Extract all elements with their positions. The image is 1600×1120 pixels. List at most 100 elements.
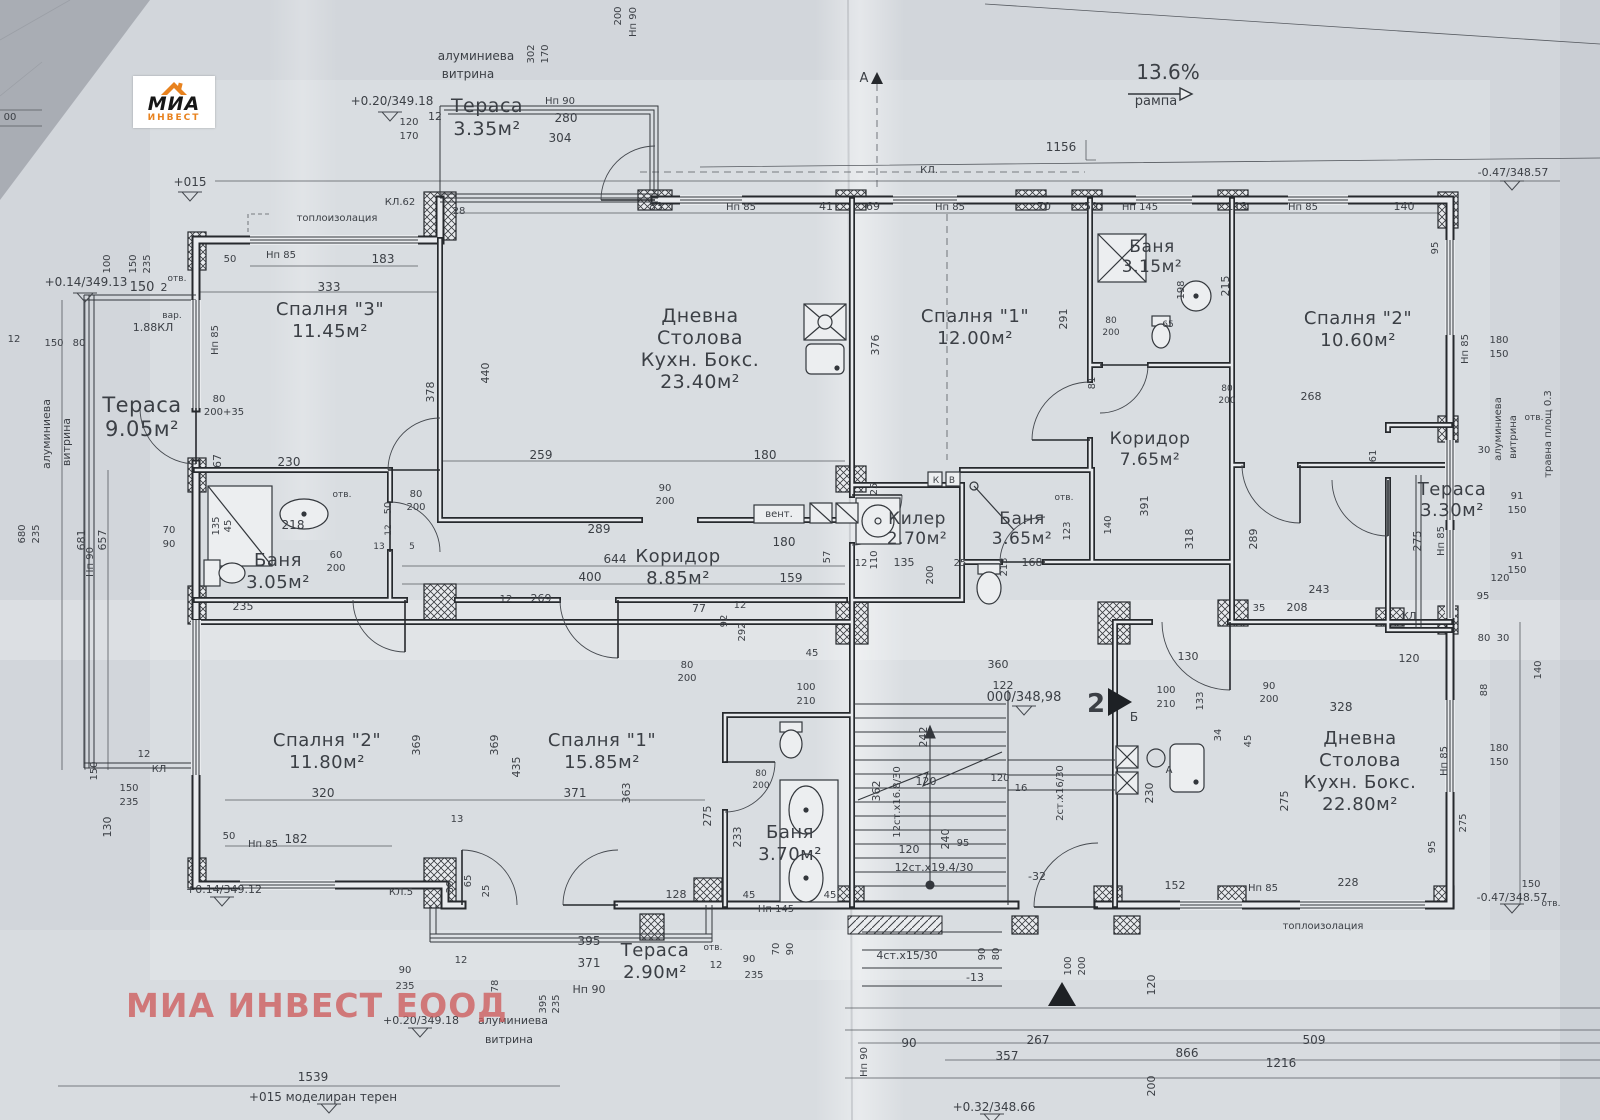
ann-label-51: 333 bbox=[318, 280, 341, 294]
ann-label-104: 135 bbox=[894, 556, 915, 569]
level-marker bbox=[73, 292, 97, 303]
ramp-arrow-icon bbox=[1128, 86, 1194, 102]
sink-icon bbox=[788, 853, 824, 903]
ann-label-106: 25 bbox=[954, 558, 967, 569]
window bbox=[250, 235, 418, 245]
stair-start-dot bbox=[925, 880, 935, 890]
ann-label-146: 35 bbox=[1253, 603, 1266, 614]
ann-label-92: 12 bbox=[734, 600, 747, 611]
masonry-pier bbox=[639, 913, 665, 941]
masonry-pier bbox=[423, 583, 457, 625]
ann-label-97: 80 bbox=[681, 660, 694, 671]
ann-label-74: 200 bbox=[406, 502, 425, 513]
ann-label-26: 41 bbox=[819, 200, 833, 213]
level-marker bbox=[408, 1027, 432, 1038]
ann-label-25: Нп 85 bbox=[726, 202, 756, 213]
ann-label-86: 400 bbox=[579, 570, 602, 584]
ann-label-219: 235 bbox=[744, 970, 763, 981]
ann-label-0: алуминиева bbox=[438, 49, 514, 63]
ann-label-168: 200 bbox=[1259, 694, 1278, 705]
ann-label-96: 12 bbox=[500, 594, 513, 605]
ann-label-147: КЛ bbox=[1402, 611, 1417, 622]
ann-label-52: 378 bbox=[424, 382, 437, 403]
ann-label-61: 235 bbox=[31, 524, 42, 543]
ann-label-115: 376 bbox=[869, 335, 882, 356]
ann-label-127: 391 bbox=[1138, 496, 1151, 517]
ann-label-178: 16 bbox=[1015, 783, 1028, 794]
ann-label-241: 90 bbox=[901, 1036, 916, 1050]
room-label-spalnya1-1200: Спалня "1"12.00м² bbox=[921, 306, 1029, 349]
ann-label-188: 363 bbox=[620, 783, 633, 804]
logo-text-sub: ИНВЕСТ bbox=[147, 113, 201, 123]
window bbox=[240, 880, 335, 890]
ann-label-113: 215 bbox=[1219, 276, 1232, 297]
ann-label-213: 200 bbox=[752, 781, 769, 791]
ann-label-253: топлоизолация bbox=[1283, 921, 1364, 932]
level-markers bbox=[73, 111, 1524, 1120]
ann-label-125: 150 bbox=[1489, 349, 1508, 360]
ann-label-248: Нп 90 bbox=[859, 1047, 870, 1077]
sink-icon bbox=[1180, 280, 1212, 312]
ann-label-200: 50 bbox=[223, 831, 236, 842]
ann-label-72: 12 bbox=[384, 524, 394, 535]
ann-label-102: 110 bbox=[869, 550, 880, 569]
ann-label-53: 440 bbox=[479, 363, 492, 384]
ann-label-191: 182 bbox=[285, 832, 308, 846]
ann-label-148: 80 bbox=[1478, 633, 1491, 644]
ann-label-223: 12 bbox=[455, 955, 468, 966]
ann-label-90: вент. bbox=[765, 509, 793, 520]
ann-label-56: 80 bbox=[213, 394, 226, 405]
ann-label-129: 289 bbox=[1247, 529, 1260, 550]
ann-label-34: 140 bbox=[1394, 200, 1415, 213]
ann-label-103: 12 bbox=[855, 558, 868, 569]
ann-label-212: 80 bbox=[755, 769, 767, 779]
ann-label-258: 180 bbox=[1489, 743, 1508, 754]
shower-icon bbox=[1097, 233, 1147, 283]
photo-corner-shadow bbox=[0, 0, 150, 200]
ann-label-170: 362 bbox=[870, 781, 883, 802]
ann-label-112: 198 bbox=[1176, 280, 1187, 299]
ann-label-131: 30 bbox=[1478, 445, 1491, 456]
ann-label-12: 170 bbox=[399, 131, 418, 142]
ann-label-48: Нп 85 bbox=[210, 325, 221, 355]
ann-label-41: +0.14/349.13 bbox=[45, 275, 128, 289]
ann-label-244: 866 bbox=[1176, 1046, 1199, 1060]
ann-label-183: 275 bbox=[1278, 791, 1291, 812]
level-marker bbox=[1500, 180, 1524, 191]
door-swing bbox=[1161, 621, 1231, 691]
ann-label-128: 318 bbox=[1183, 529, 1196, 550]
ann-label-117: 80 bbox=[1105, 316, 1117, 326]
ann-label-9: 304 bbox=[549, 131, 572, 145]
window bbox=[1300, 900, 1425, 910]
ann-label-124: 180 bbox=[1489, 335, 1508, 346]
ann-label-198: 150 bbox=[89, 761, 100, 780]
ann-label-205: 25 bbox=[481, 885, 492, 898]
ann-label-218: 90 bbox=[743, 954, 756, 965]
ann-label-156: 360 bbox=[988, 658, 1009, 671]
ann-label-149: 30 bbox=[1497, 633, 1510, 644]
ann-label-71: 50 bbox=[383, 502, 394, 515]
ann-label-179: 2ст.х16/30 bbox=[1055, 765, 1066, 821]
ann-label-181: А bbox=[1166, 765, 1173, 776]
window bbox=[1445, 240, 1455, 335]
ann-label-226: 78 bbox=[490, 980, 501, 993]
ann-label-172: 120 bbox=[916, 775, 937, 788]
ann-label-240: 120 bbox=[1145, 975, 1158, 996]
ann-label-153: 45 bbox=[806, 648, 819, 659]
ann-label-49: Нп 85 bbox=[266, 250, 296, 261]
ann-label-196: 235 bbox=[119, 797, 138, 808]
ann-label-210: 233 bbox=[731, 827, 744, 848]
kitchen-sink-icon bbox=[805, 343, 845, 375]
ann-label-89: 159 bbox=[780, 571, 803, 585]
level-marker bbox=[210, 896, 234, 907]
ann-label-46: 150 bbox=[44, 338, 63, 349]
ann-label-171: 12ст.х16.8/30 bbox=[892, 766, 903, 838]
ann-label-95: 269 bbox=[531, 592, 552, 605]
ann-label-165: 34 bbox=[1213, 729, 1224, 742]
ann-label-81: 180 bbox=[754, 448, 777, 462]
door-swing bbox=[562, 849, 619, 906]
ann-label-120: 268 bbox=[1301, 390, 1322, 403]
